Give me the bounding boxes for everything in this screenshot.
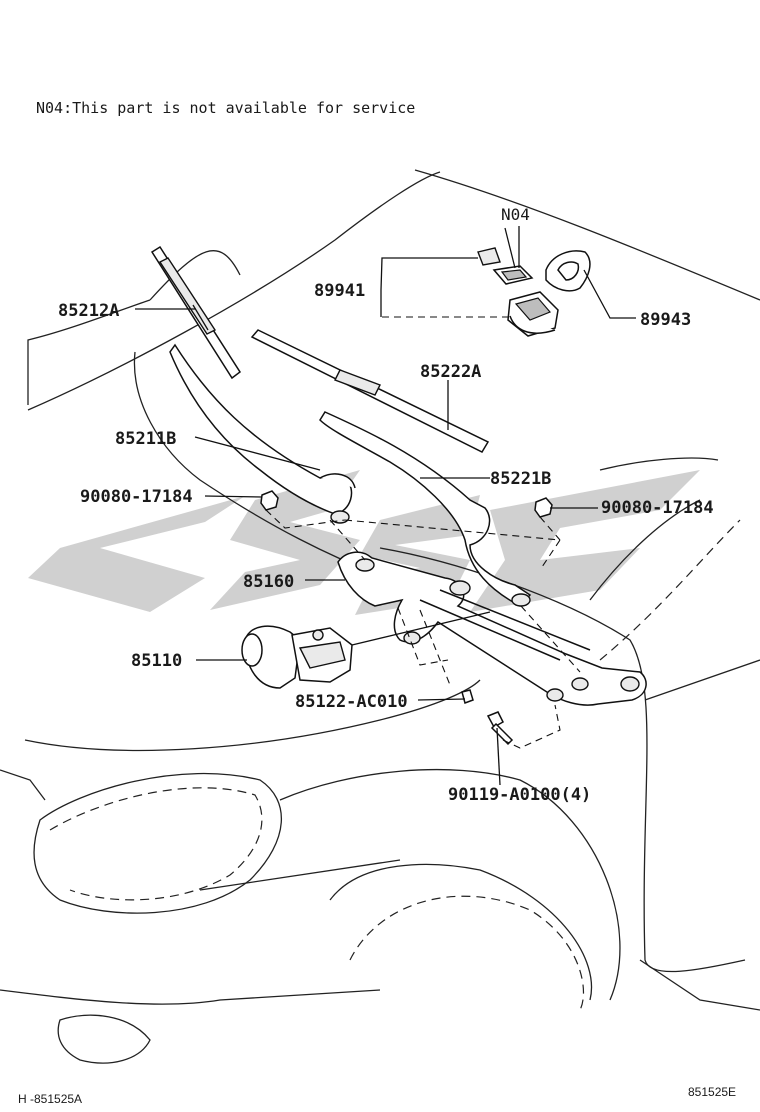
label-89941: 89941: [314, 281, 365, 301]
label-90080-right: 90080-17184: [601, 498, 714, 518]
label-90080-left: 90080-17184: [80, 487, 193, 507]
bolt-90119: [486, 711, 514, 746]
part-89941-group: [477, 247, 559, 337]
label-89943: 89943: [640, 310, 691, 330]
alignment-lines: [265, 316, 581, 749]
footer-right-code: 851525E: [688, 1085, 736, 1099]
footer-left-code: H -851525A: [18, 1092, 82, 1106]
callout-n04: N04: [501, 205, 530, 224]
wiper-arm-right: [319, 411, 532, 607]
label-85122: 85122-AC010: [295, 692, 408, 712]
part-89943-cover: [545, 250, 591, 292]
label-85221b: 85221B: [490, 469, 551, 489]
wiper-blade-right: [250, 329, 490, 453]
screw-85122: [461, 689, 474, 704]
label-90119: 90119-A0100(4): [448, 785, 591, 805]
label-85212a: 85212A: [58, 301, 119, 321]
wiper-blade-left: [150, 245, 242, 380]
availability-note: N04:This part is not available for servi…: [36, 99, 415, 117]
nut-left: [260, 490, 279, 511]
label-85110: 85110: [131, 651, 182, 671]
label-85211b: 85211B: [115, 429, 176, 449]
nut-right: [534, 497, 553, 518]
label-85222a: 85222A: [420, 362, 481, 382]
leader-lines: [135, 226, 636, 786]
wiper-motor: [241, 625, 353, 689]
label-85160: 85160: [243, 572, 294, 592]
wiper-linkage: [337, 551, 647, 706]
